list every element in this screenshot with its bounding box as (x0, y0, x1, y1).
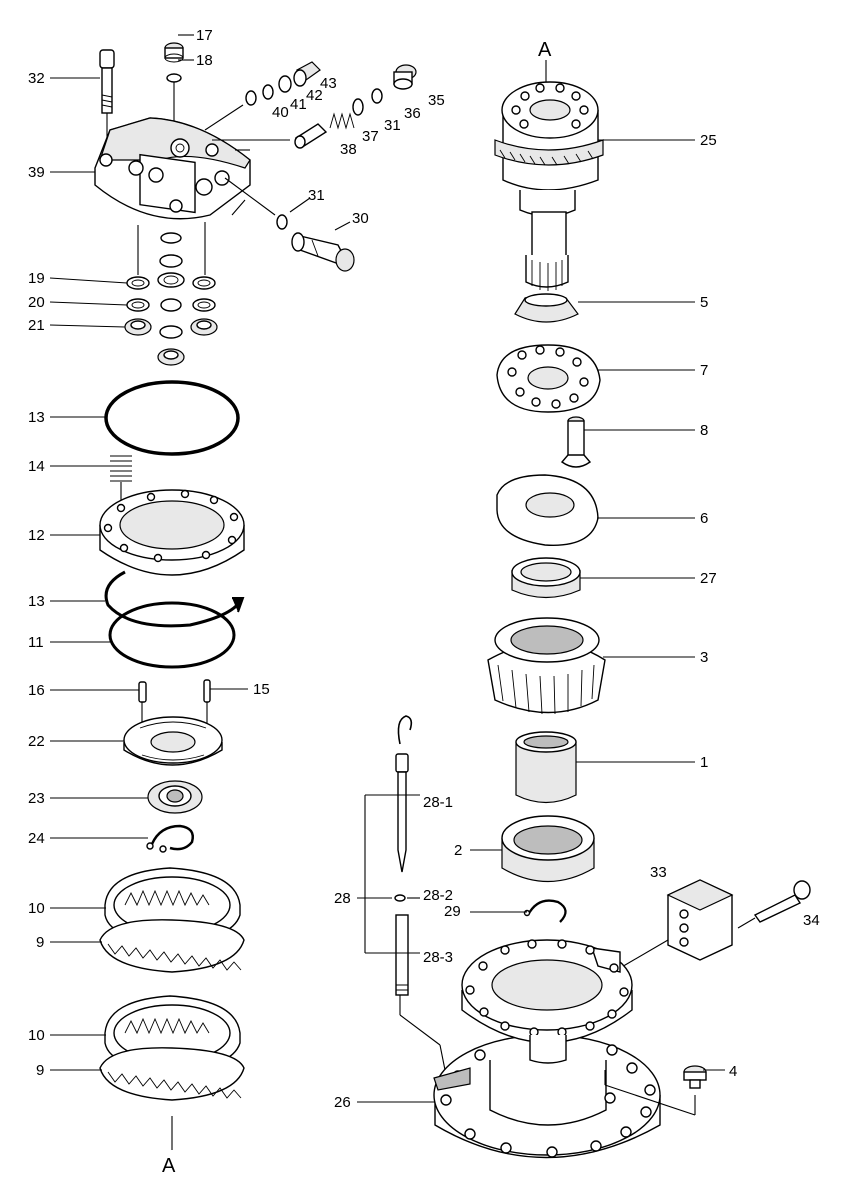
part-5-seat (514, 293, 579, 323)
part-32-bolt (99, 49, 115, 140)
part-23-bearing (147, 780, 203, 814)
callout-29: 29 (444, 903, 461, 920)
callout-6: 6 (700, 510, 708, 527)
callout-15: 15 (253, 681, 270, 698)
part-10-9-disc-set-2 (99, 995, 245, 1101)
callout-5: 5 (700, 294, 708, 311)
part-40-41-42-rings (245, 75, 292, 106)
callout-1: 1 (700, 754, 708, 771)
callout-12: 12 (28, 527, 45, 544)
callout-16: 16 (28, 682, 45, 699)
callout-31-mid: 31 (308, 187, 325, 204)
part-25-cylinder-block (494, 81, 604, 291)
part-38-piston (294, 123, 328, 149)
callout-9-bottom: 9 (36, 1062, 44, 1079)
part-31-oring-b (276, 214, 288, 230)
callout-36: 36 (404, 105, 421, 122)
part-37-spring (329, 112, 355, 130)
callout-40: 40 (272, 104, 289, 121)
part-24-snap-ring (146, 824, 194, 853)
marker-a-bottom: A (162, 1155, 176, 1177)
part-39-valve-body (94, 117, 251, 220)
part-43-plug (293, 61, 321, 87)
part-1-sleeve (515, 731, 577, 804)
callout-13-mid: 13 (28, 593, 45, 610)
callout-19: 19 (28, 270, 45, 287)
callout-31-top: 31 (384, 117, 401, 134)
part-11-ring (108, 601, 236, 669)
part-34-bolt (737, 880, 811, 929)
part-15-pin (203, 679, 211, 728)
callout-41: 41 (290, 96, 307, 113)
part-27-ring (511, 557, 581, 599)
callout-25: 25 (700, 132, 717, 149)
callout-17: 17 (196, 27, 213, 44)
callout-22: 22 (28, 733, 45, 750)
callout-37: 37 (362, 128, 379, 145)
part-13-ring-open (104, 570, 245, 628)
callout-34: 34 (803, 912, 820, 929)
callout-43: 43 (320, 75, 337, 92)
callout-28-2: 28-2 (423, 887, 453, 904)
callout-38: 38 (340, 141, 357, 158)
marker-a-top: A (538, 39, 552, 61)
part-26-housing (433, 939, 661, 1159)
part-10-9-disc-set (99, 867, 245, 973)
callout-8: 8 (700, 422, 708, 439)
part-washers-stack (124, 222, 218, 366)
callout-32: 32 (28, 70, 45, 87)
part-33-block (666, 879, 734, 961)
part-28-dipstick (394, 715, 447, 1076)
callout-18: 18 (196, 52, 213, 69)
callout-11: 11 (28, 634, 44, 651)
part-22-port-plate (123, 716, 223, 766)
part-8-piston (560, 416, 592, 468)
callout-28: 28 (334, 890, 351, 907)
callout-7: 7 (700, 362, 708, 379)
leader-lines (49, 34, 725, 1103)
part-17-plug (164, 42, 184, 63)
callout-21: 21 (28, 317, 45, 334)
callout-33: 33 (650, 864, 667, 881)
part-12-plate (99, 489, 245, 576)
callout-26: 26 (334, 1094, 351, 1111)
part-35-plug (393, 64, 417, 90)
part-3-taper-bearing (487, 617, 606, 715)
callout-9-top: 9 (36, 934, 44, 951)
callout-28-3: 28-3 (423, 949, 453, 966)
callout-13-top: 13 (28, 409, 45, 426)
callout-39: 39 (28, 164, 45, 181)
callout-27: 27 (700, 570, 717, 587)
part-16-pin (138, 681, 147, 722)
part-29-snap-ring (523, 899, 567, 923)
callout-14: 14 (28, 458, 45, 475)
callout-23: 23 (28, 790, 45, 807)
part-30-spool (291, 232, 355, 272)
part-31-oring (352, 98, 364, 116)
part-4-plug (683, 1065, 707, 1089)
callout-30: 30 (352, 210, 369, 227)
part-7-retainer-plate (496, 344, 601, 413)
callout-10-bottom: 10 (28, 1027, 45, 1044)
callout-28-1: 28-1 (423, 794, 453, 811)
callout-35: 35 (428, 92, 445, 109)
callout-3: 3 (700, 649, 708, 666)
callout-42: 42 (306, 87, 323, 104)
callout-24: 24 (28, 830, 45, 847)
callout-2: 2 (454, 842, 462, 859)
part-36-oring (371, 88, 383, 104)
callout-20: 20 (28, 294, 45, 311)
callout-labels: 32 17 18 43 42 41 40 35 36 31 37 38 39 3… (28, 27, 820, 1177)
callout-10-top: 10 (28, 900, 45, 917)
callout-4: 4 (729, 1063, 737, 1080)
part-2-ring (501, 815, 595, 882)
part-13-oring-large (104, 380, 240, 456)
part-6-swash-plate (496, 474, 599, 546)
